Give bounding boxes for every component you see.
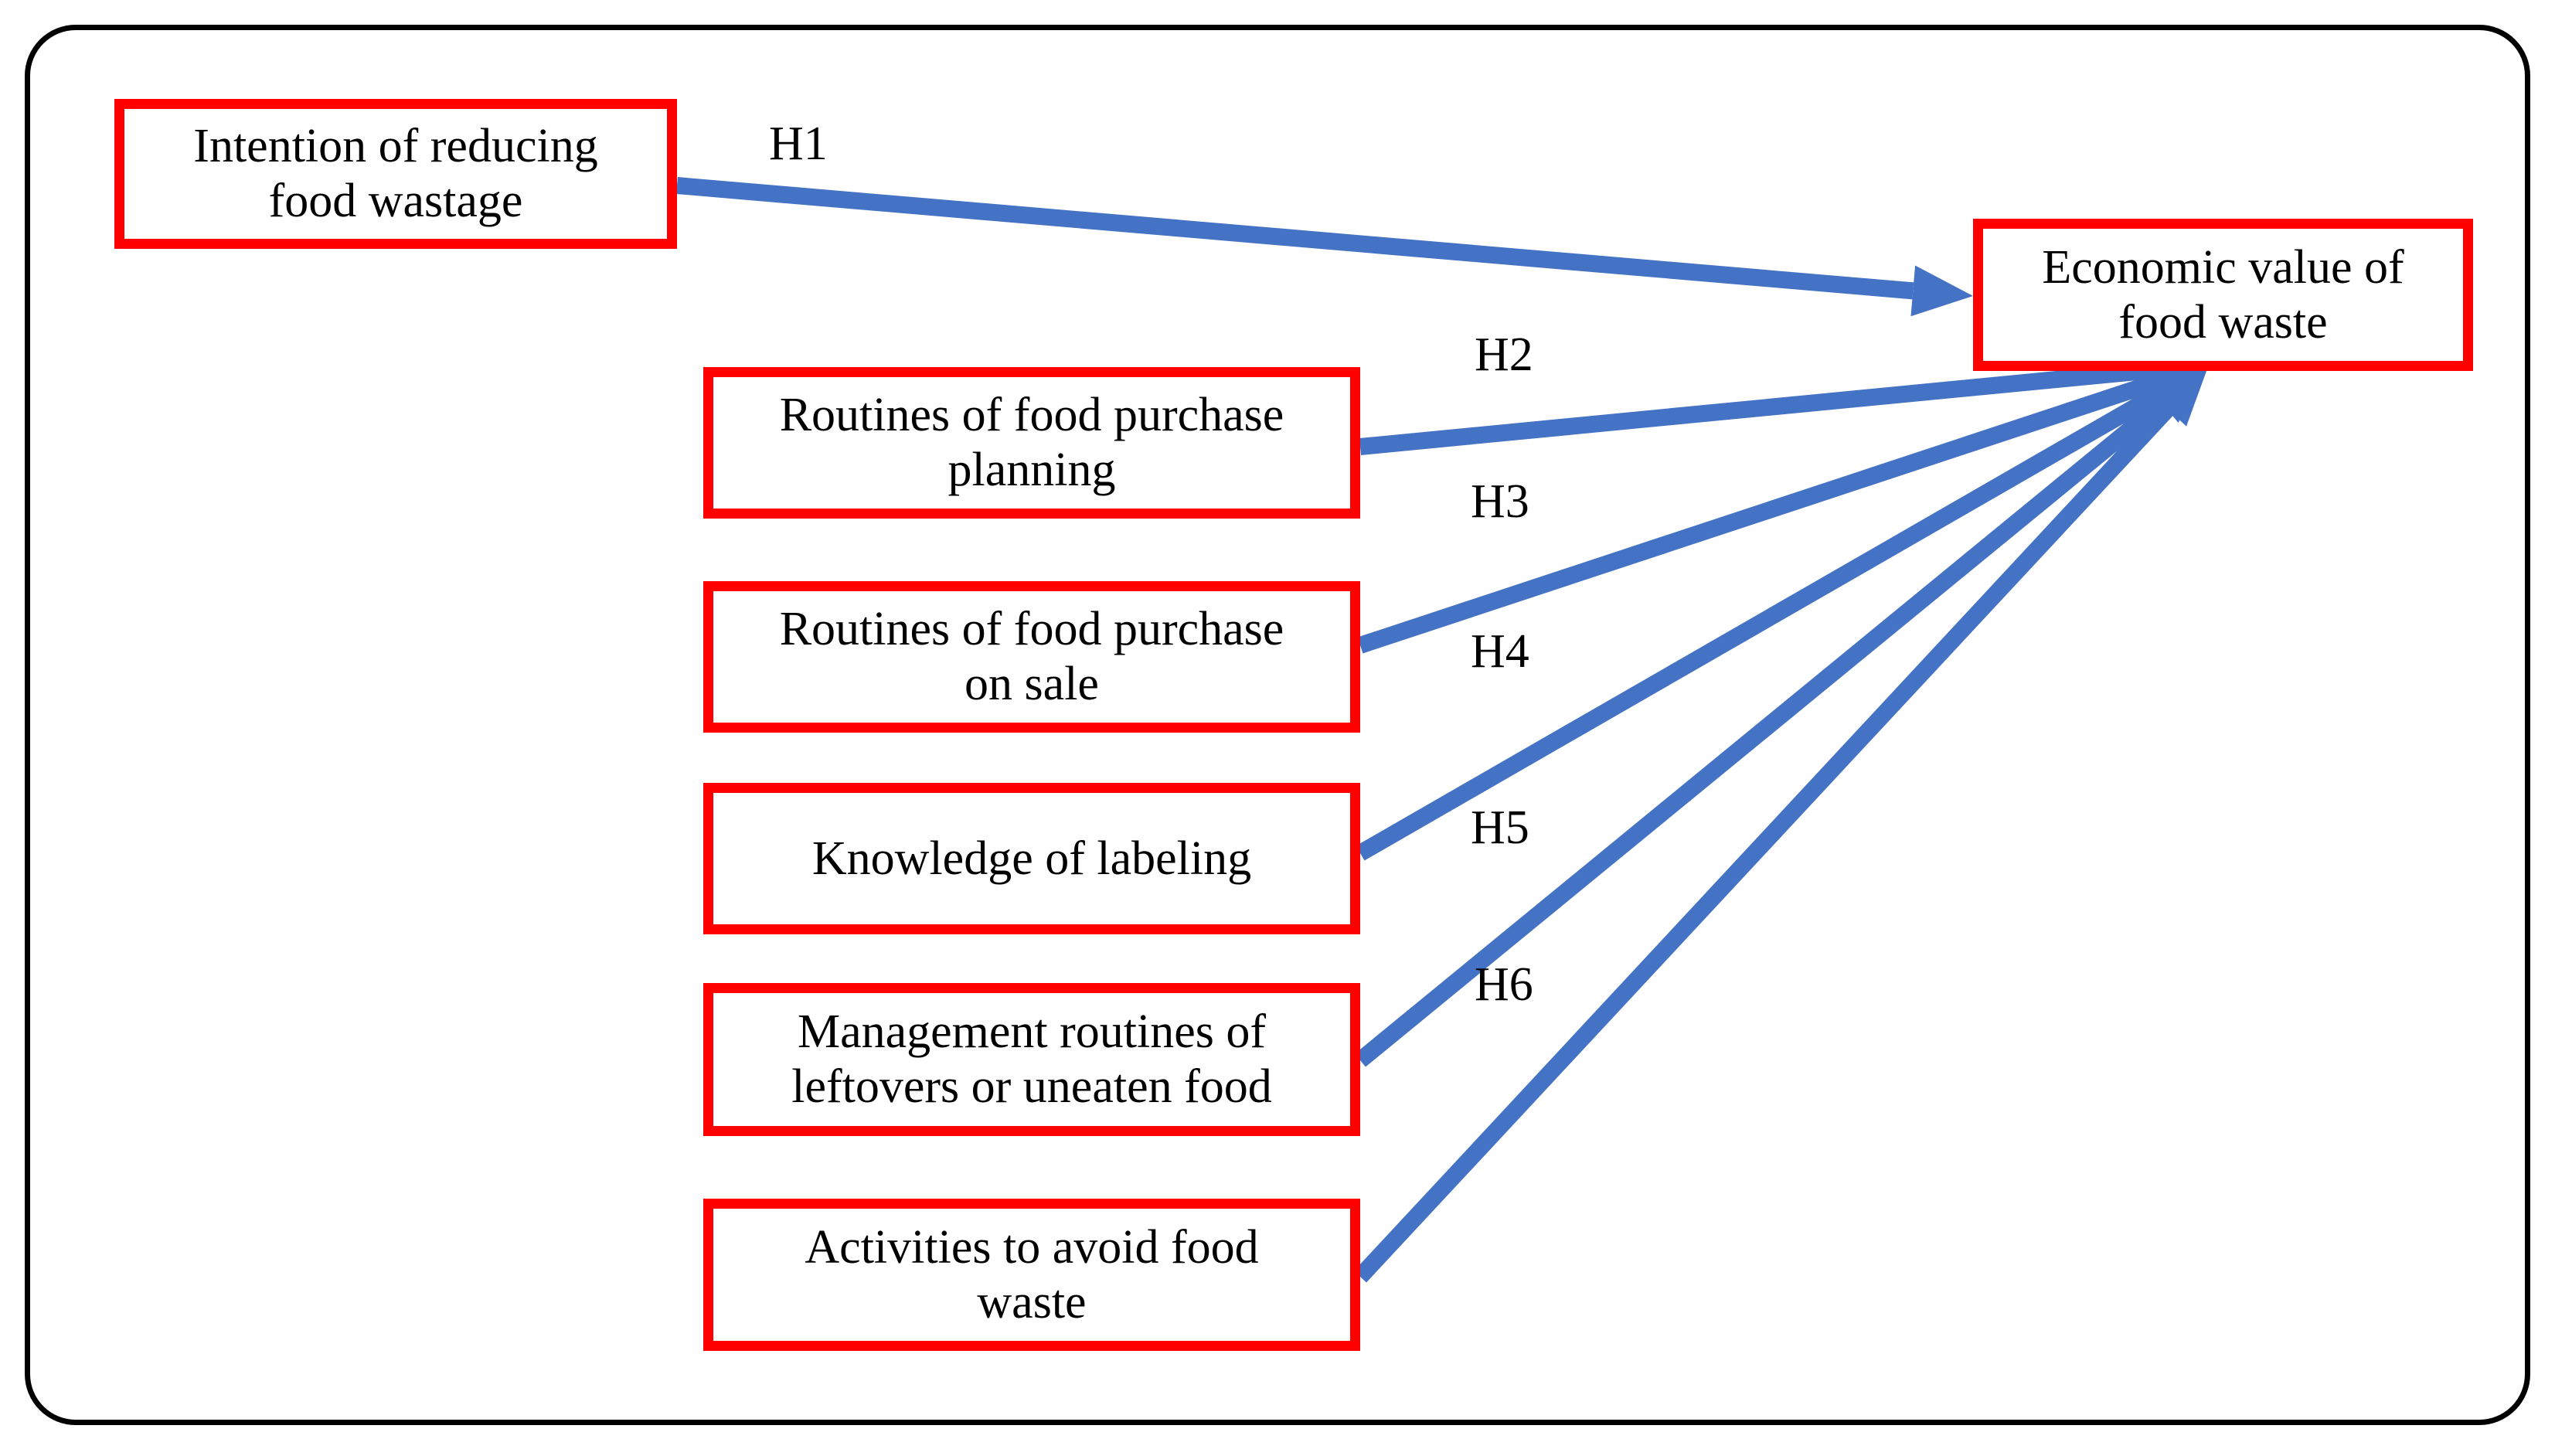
node-label-purchase-on-sale: Routines of food purchase on sale xyxy=(779,603,1284,710)
diagram-outer-frame xyxy=(25,25,2530,1425)
node-box-purchase-planning[interactable]: Routines of food purchase planning xyxy=(703,367,1360,519)
node-label-leftovers-management: Management routines of leftovers or unea… xyxy=(791,1005,1272,1113)
node-label-intention: Intention of reducing food wastage xyxy=(193,120,598,227)
hypothesis-label-h3: H3 xyxy=(1471,475,1529,528)
node-label-purchase-planning: Routines of food purchase planning xyxy=(779,389,1284,496)
hypothesis-label-h6: H6 xyxy=(1475,958,1533,1011)
node-box-intention[interactable]: Intention of reducing food wastage xyxy=(114,99,677,249)
node-label-knowledge-labeling: Knowledge of labeling xyxy=(811,832,1252,885)
node-label-economic-value: Economic value of food waste xyxy=(2042,240,2404,349)
hypothesis-label-h5: H5 xyxy=(1471,801,1529,854)
node-box-knowledge-labeling[interactable]: Knowledge of labeling xyxy=(703,783,1360,934)
hypothesis-label-h2: H2 xyxy=(1475,328,1533,381)
node-box-economic-value[interactable]: Economic value of food waste xyxy=(1973,219,2473,371)
hypothesis-label-h4: H4 xyxy=(1471,625,1529,678)
hypothesis-label-h1: H1 xyxy=(769,117,828,170)
node-box-purchase-on-sale[interactable]: Routines of food purchase on sale xyxy=(703,581,1360,733)
node-box-avoid-food-waste[interactable]: Activities to avoid food waste xyxy=(703,1199,1360,1351)
node-label-avoid-food-waste: Activities to avoid food waste xyxy=(805,1220,1259,1328)
node-box-leftovers-management[interactable]: Management routines of leftovers or unea… xyxy=(703,983,1360,1136)
